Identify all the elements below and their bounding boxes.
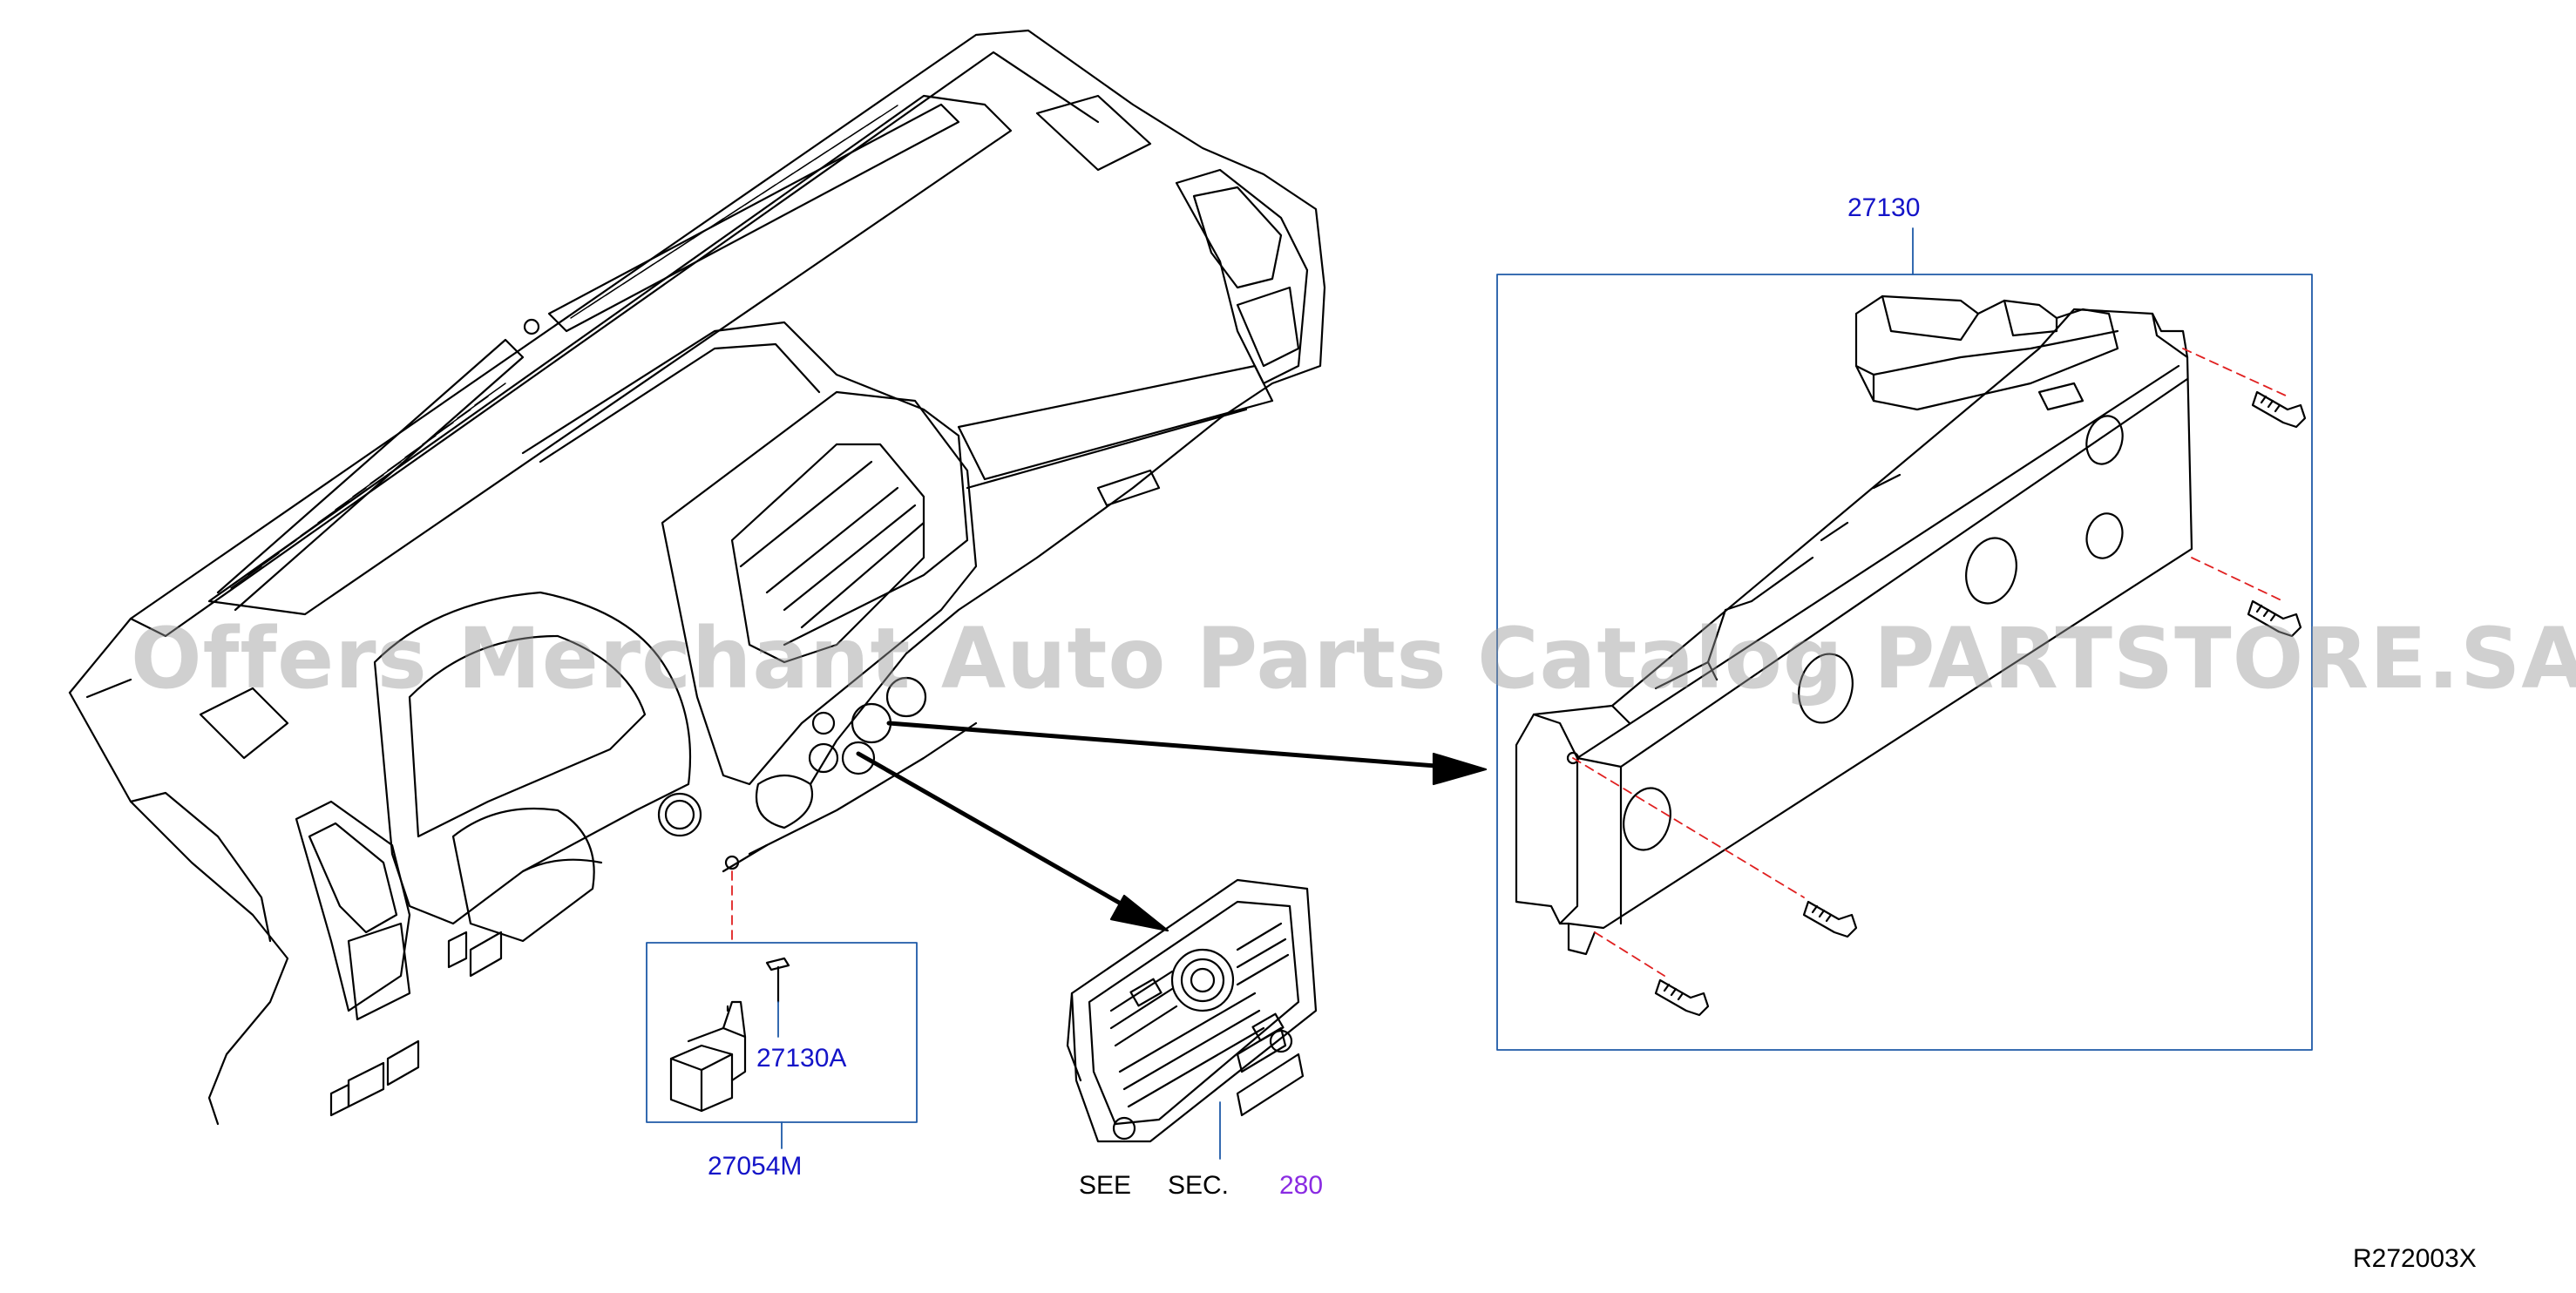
dashboard-illustration — [68, 29, 1326, 1126]
watermark-text: Offers Merchant Auto Parts Catalog PARTS… — [131, 610, 2576, 707]
audio-control-panel-illustration — [1066, 878, 1318, 1143]
screw-illustrations — [1654, 390, 2307, 1017]
part-label-27130a[interactable]: 27130A — [756, 1044, 847, 1073]
part-label-27130[interactable]: 27130 — [1847, 193, 1921, 222]
controller-box — [1496, 274, 2313, 1051]
controller-27130-illustration — [1515, 294, 2193, 956]
part-label-27054m[interactable]: 27054M — [708, 1152, 803, 1181]
dashed-guide-screws — [1572, 348, 2288, 977]
arrow-to-controller — [886, 721, 1488, 786]
sensor-box — [646, 942, 918, 1123]
arrow-to-audio-panel — [856, 751, 1169, 932]
section-280-link[interactable]: 280 — [1279, 1171, 1324, 1200]
diagram-id: R272003X — [2353, 1244, 2477, 1273]
sensor-27054m-illustration — [669, 957, 790, 1113]
sec-label: SEC. — [1168, 1171, 1230, 1200]
see-label: SEE — [1079, 1171, 1132, 1200]
